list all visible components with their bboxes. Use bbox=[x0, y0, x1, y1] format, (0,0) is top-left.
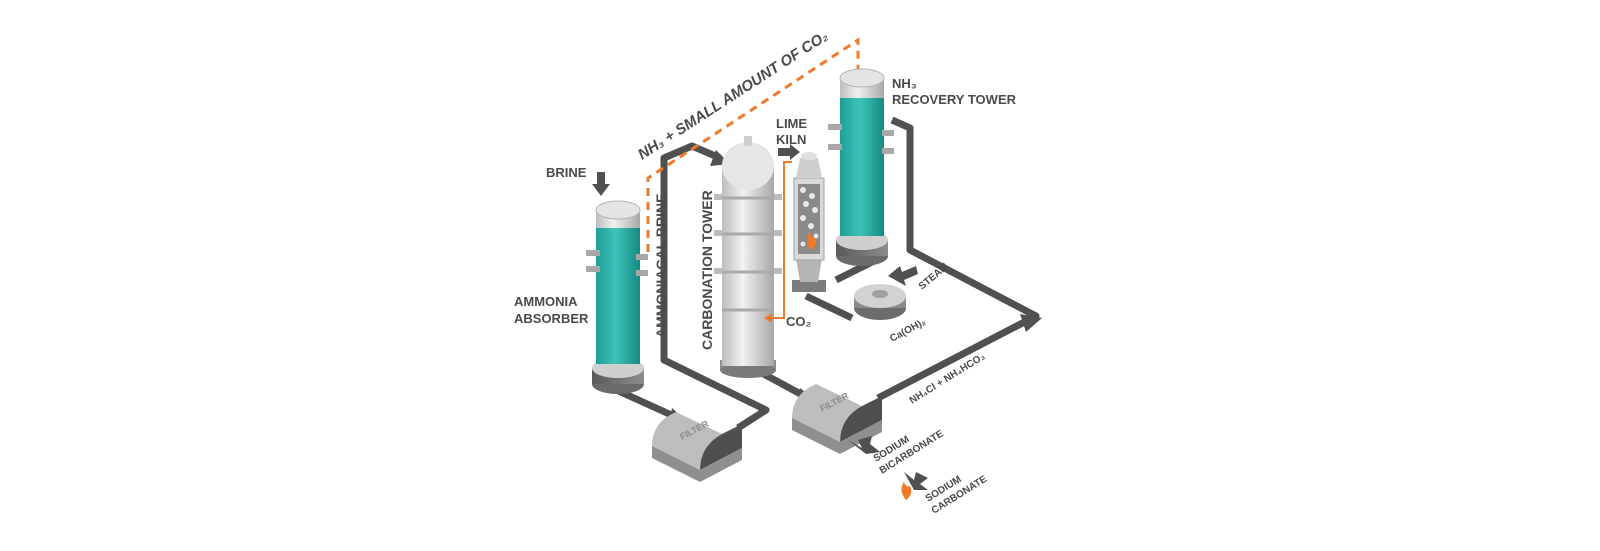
co2-arrowhead bbox=[764, 313, 772, 323]
arrowhead-nh4cl bbox=[1020, 314, 1042, 332]
brine-arrow-icon bbox=[592, 172, 610, 196]
label-brine: BRINE bbox=[546, 165, 587, 180]
carbonate-arrow-icon bbox=[904, 472, 928, 490]
label-ammoniacal-brine: AMMONIACAL BRINE bbox=[653, 194, 669, 338]
nh3-recovery-tower bbox=[828, 68, 894, 266]
label-ammonia-absorber-2: ABSORBER bbox=[514, 311, 589, 326]
filter-left: FILTER bbox=[652, 412, 742, 482]
absorber-nozzle-4 bbox=[636, 270, 648, 276]
absorber-nozzle-1 bbox=[586, 250, 600, 256]
pipe-ammoniacal-brine bbox=[660, 142, 770, 431]
slaker bbox=[854, 284, 906, 320]
label-lime-kiln-2: KILN bbox=[776, 132, 806, 147]
ammonia-absorber bbox=[586, 200, 648, 394]
kiln-stones bbox=[800, 187, 819, 247]
pipes bbox=[610, 116, 1040, 431]
lime-kiln bbox=[792, 152, 826, 292]
label-lime-kiln-1: LIME bbox=[776, 116, 807, 131]
co2-line bbox=[770, 161, 792, 319]
absorber-nozzle-2 bbox=[586, 266, 600, 272]
bicarbonate-arrow-icon bbox=[848, 436, 880, 454]
label-nh3-recovery-2: RECOVERY TOWER bbox=[892, 92, 1017, 107]
lime-arrow-icon bbox=[778, 144, 800, 160]
calcination-flame-icon bbox=[901, 482, 912, 500]
steam-arrow-icon bbox=[888, 266, 918, 286]
carbonation-tower bbox=[714, 136, 782, 378]
label-nh3-recovery-1: NH₃ bbox=[892, 76, 917, 91]
pipe-nh4cl bbox=[876, 116, 1040, 402]
absorber-nozzle-3 bbox=[636, 254, 648, 260]
kiln-flame-icon bbox=[807, 232, 817, 250]
carbonation-rings bbox=[722, 196, 774, 312]
label-ammonia-absorber-1: AMMONIA bbox=[514, 294, 578, 309]
label-caoh2: Ca(OH)₂ bbox=[888, 317, 928, 345]
label-carbonation-tower: CARBONATION TOWER bbox=[699, 190, 715, 350]
label-co2: CO₂ bbox=[786, 314, 812, 329]
filter-right: FILTER bbox=[792, 384, 882, 454]
pipe-kiln-to-slaker bbox=[804, 292, 854, 322]
